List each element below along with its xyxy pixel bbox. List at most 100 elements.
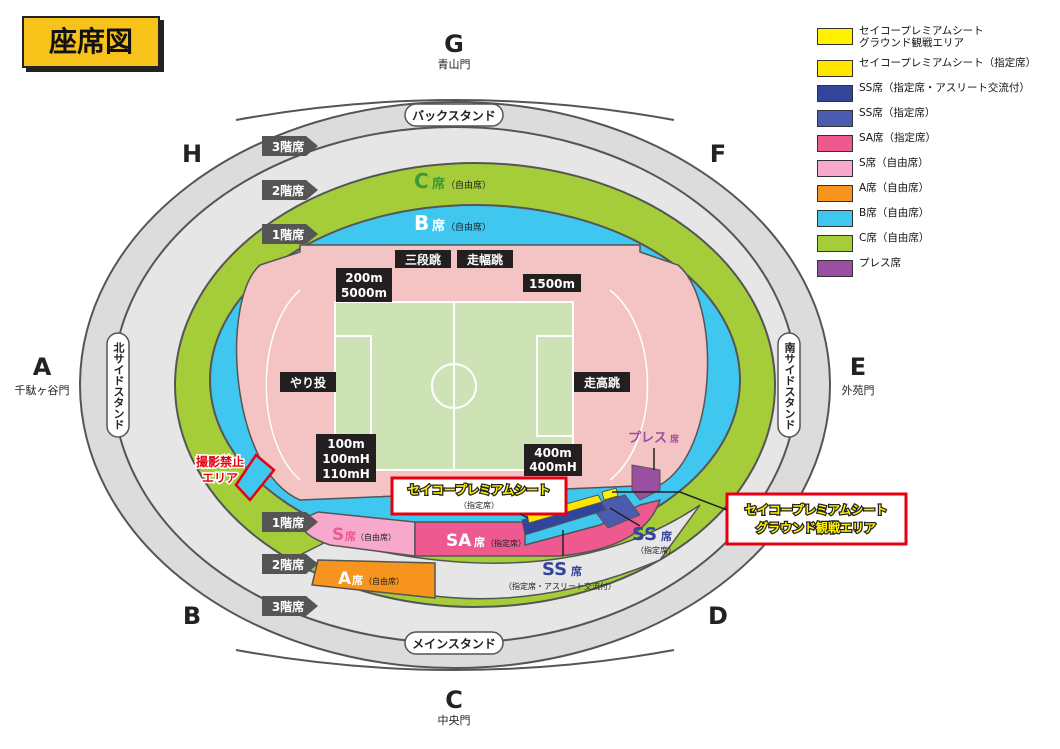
legend-item: B席（自由席） bbox=[817, 207, 1057, 232]
b-seat-label-main: B bbox=[414, 211, 429, 235]
lap-label: 400m 400mH bbox=[524, 444, 582, 476]
a-seat-label-note: （自由席） bbox=[364, 576, 404, 586]
triple-jump-text: 三段跳 bbox=[405, 252, 441, 267]
floor-marker-2-top-text: 2階席 bbox=[272, 183, 304, 198]
legend-item: SS席（指定席） bbox=[817, 107, 1057, 132]
s-seat-label-note: （自由席） bbox=[356, 532, 396, 542]
ss2-seat-label-note: （指定席・アスリート交流付） bbox=[504, 581, 616, 591]
legend-swatch bbox=[817, 28, 853, 45]
legend-label: SS席（指定席・アスリート交流付） bbox=[859, 82, 1030, 94]
lap-400-text: 400m bbox=[534, 446, 572, 460]
gate-g-letter: G bbox=[444, 30, 464, 58]
page-title-text: 座席図 bbox=[48, 25, 133, 58]
floor-marker-1-top-text: 1階席 bbox=[272, 227, 304, 242]
legend-label: C席（自由席） bbox=[859, 232, 930, 244]
gate-c-letter: C bbox=[445, 686, 463, 714]
track-lines-right bbox=[609, 289, 649, 481]
floor-marker-1-bottom-text: 1階席 bbox=[272, 515, 304, 530]
main-stand-label: メインスタンド bbox=[404, 631, 504, 655]
c-seat-label-main: C bbox=[414, 169, 429, 193]
long-jump-text: 走幅跳 bbox=[467, 252, 503, 267]
floor-marker-3-bottom-text: 3階席 bbox=[272, 599, 304, 614]
legend: セイコープレミアムシート グラウンド観戦エリア セイコープレミアムシート（指定席… bbox=[817, 25, 1057, 282]
gate-f-letter: F bbox=[710, 140, 726, 168]
press-seat-label-main: プレス bbox=[628, 431, 667, 446]
legend-label: S席（自由席） bbox=[859, 157, 929, 169]
legend-label: セイコープレミアムシート（指定席） bbox=[859, 57, 1037, 69]
back-stand-text: バックスタンド bbox=[412, 109, 496, 123]
b-seat-label-sub: 席 bbox=[432, 218, 445, 234]
ss-seat-label-note: （指定席） bbox=[636, 545, 676, 555]
legend-item: SA席（指定席） bbox=[817, 132, 1057, 157]
legend-label: SA席（指定席） bbox=[859, 132, 937, 144]
gate-e-name: 外苑門 bbox=[842, 384, 875, 397]
floor-marker-3-top: 3階席 bbox=[262, 136, 318, 156]
no-photo-text-2: エリア bbox=[202, 471, 238, 485]
distance-200-5000-label: 200m 5000m bbox=[336, 268, 392, 302]
sprint-100-text: 100m bbox=[327, 437, 365, 451]
premium-ground-text-1: セイコープレミアムシート bbox=[745, 502, 887, 517]
a-seat-area bbox=[311, 559, 436, 599]
sa-seat-label-main: SA bbox=[446, 531, 472, 551]
legend-swatch bbox=[817, 235, 853, 252]
legend-swatch bbox=[817, 60, 853, 77]
legend-item: S席（自由席） bbox=[817, 157, 1057, 182]
south-stand-label bbox=[777, 332, 801, 438]
ss-callout-line bbox=[609, 507, 641, 527]
third-floor-arc-bottom bbox=[235, 649, 675, 671]
a-seat-label-sub: 席 bbox=[352, 573, 363, 587]
legend-item: プレス席 bbox=[817, 257, 1057, 282]
distance-1500-label: 1500m bbox=[523, 274, 581, 292]
lap-400h-text: 400mH bbox=[529, 460, 577, 474]
c-seat-label: C 席 （自由席） bbox=[414, 169, 491, 193]
ss2-seat-label-sub: 席 bbox=[571, 564, 582, 578]
legend-item: C席（自由席） bbox=[817, 232, 1057, 257]
legend-label: A席（自由席） bbox=[859, 182, 930, 194]
legend-swatch bbox=[817, 160, 853, 177]
legend-label: プレス席 bbox=[859, 257, 901, 269]
back-stand-label: バックスタンド bbox=[404, 103, 504, 127]
gate-e-letter: E bbox=[850, 353, 866, 381]
legend-swatch bbox=[817, 260, 853, 277]
a-seat-label: A 席 （自由席） bbox=[338, 569, 404, 589]
no-photo-callout: 撮影禁止 エリア bbox=[194, 453, 245, 487]
gate-b-letter: B bbox=[183, 602, 201, 630]
distance-200-text: 200m bbox=[345, 271, 383, 285]
third-floor-arc-top bbox=[235, 99, 675, 121]
gate-d-letter: D bbox=[708, 602, 728, 630]
high-jump-text: 走高跳 bbox=[584, 375, 620, 390]
legend-label: B席（自由席） bbox=[859, 207, 930, 219]
legend-swatch bbox=[817, 135, 853, 152]
legend-swatch bbox=[817, 110, 853, 127]
page-title: 座席図 bbox=[22, 16, 160, 68]
floor-marker-1-bottom: 1階席 bbox=[262, 512, 318, 532]
b-seat-label-note: （自由席） bbox=[446, 221, 491, 233]
floor-marker-3-top-text: 3階席 bbox=[272, 139, 304, 154]
high-jump-label: 走高跳 bbox=[574, 372, 630, 392]
s-seat-label: S 席 （自由席） bbox=[332, 525, 396, 545]
c-seat-label-sub: 席 bbox=[432, 176, 445, 192]
premium-seat-text-2: （指定席） bbox=[459, 500, 499, 510]
sa-seat-label-note: （指定席） bbox=[486, 538, 526, 548]
a-seat-label-main: A bbox=[338, 569, 352, 589]
track-lines bbox=[265, 289, 301, 481]
s-seat-label-main: S bbox=[332, 525, 344, 545]
gate-g-name: 青山門 bbox=[438, 58, 471, 71]
floor-marker-1-top: 1階席 bbox=[262, 224, 318, 244]
javelin-text: やり投 bbox=[290, 375, 326, 390]
legend-item: SS席（指定席・アスリート交流付） bbox=[817, 82, 1057, 107]
no-photo-text-1: 撮影禁止 bbox=[196, 454, 244, 469]
legend-swatch bbox=[817, 185, 853, 202]
ss2-seat-label: SS 席 （指定席・アスリート交流付） bbox=[504, 559, 616, 591]
legend-swatch bbox=[817, 85, 853, 102]
south-stand-vertical: 南サイドスタンド bbox=[783, 342, 796, 430]
press-seat-label-sub: 席 bbox=[670, 433, 679, 445]
floor-marker-3-bottom: 3階席 bbox=[262, 596, 318, 616]
sprint-110h-text: 110mH bbox=[322, 467, 370, 481]
javelin-label: やり投 bbox=[280, 372, 336, 392]
gate-c-name: 中央門 bbox=[438, 714, 471, 727]
ss-seat-label-sub: 席 bbox=[661, 529, 672, 543]
legend-label: セイコープレミアムシート グラウンド観戦エリア bbox=[859, 25, 984, 49]
floor-marker-2-top: 2階席 bbox=[262, 180, 318, 200]
